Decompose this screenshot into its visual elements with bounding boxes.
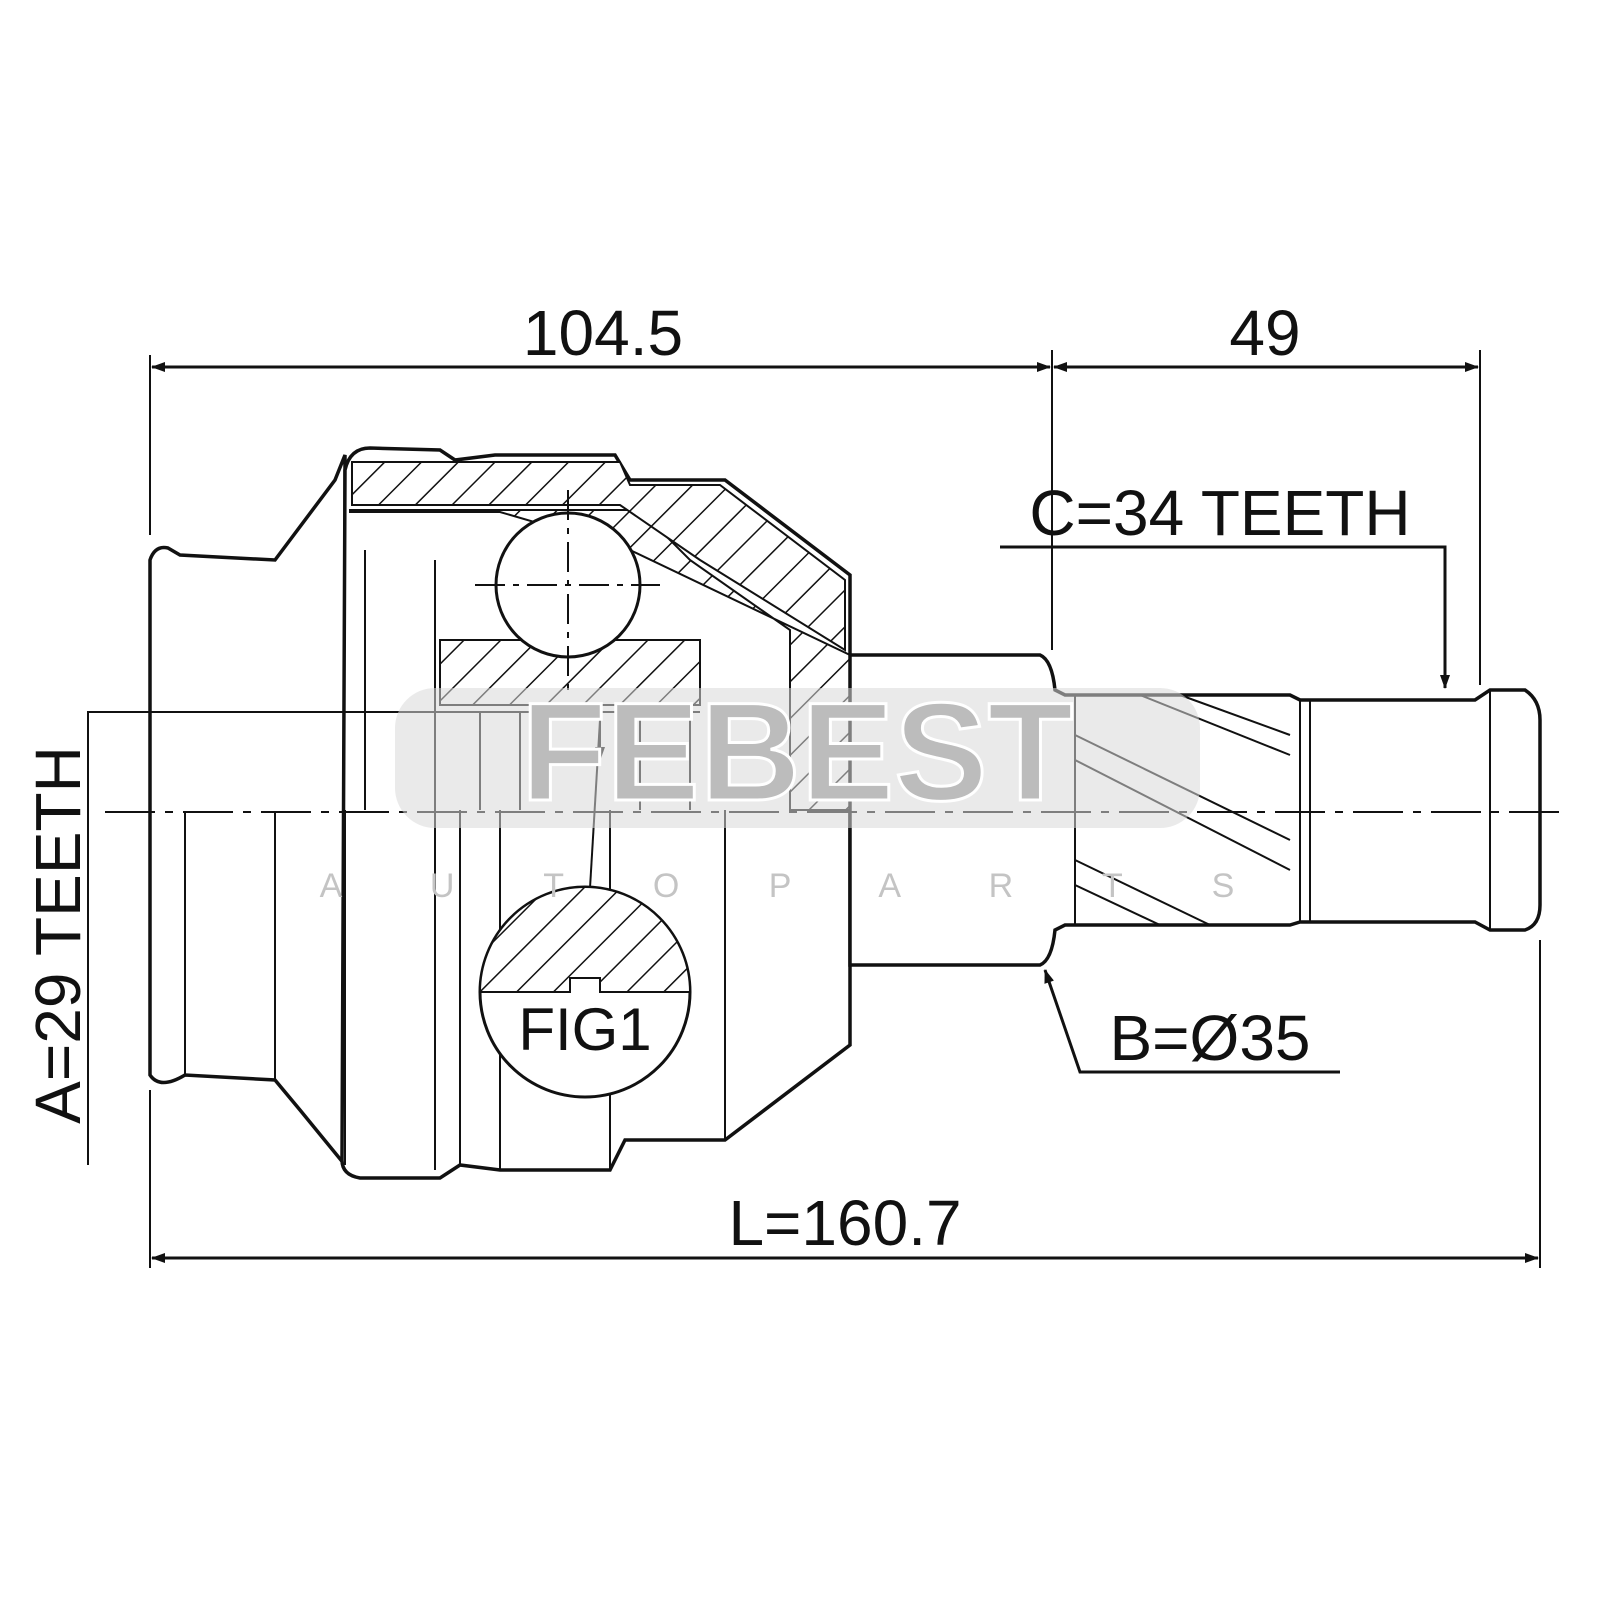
fig1-label: FIG1 — [518, 996, 651, 1063]
dim-a-teeth: A=29 TEETH — [22, 746, 94, 1124]
dim-b-diameter: B=Ø35 — [1109, 1002, 1310, 1074]
watermark-brand: FEBEST — [521, 673, 1073, 830]
fig1-detail: FIG1 — [478, 715, 692, 1099]
dim-length: L=160.7 — [728, 1187, 961, 1259]
boot — [148, 454, 347, 1170]
dim-104-5: 104.5 — [523, 297, 683, 369]
watermark-tagline: A U T O P A R T S — [320, 867, 1275, 905]
dim-c-teeth: C=34 TEETH — [1029, 477, 1410, 549]
dim-49: 49 — [1229, 297, 1300, 369]
watermark: FEBEST A U T O P A R T S — [320, 672, 1275, 906]
dimension-lines — [87, 350, 1541, 1268]
